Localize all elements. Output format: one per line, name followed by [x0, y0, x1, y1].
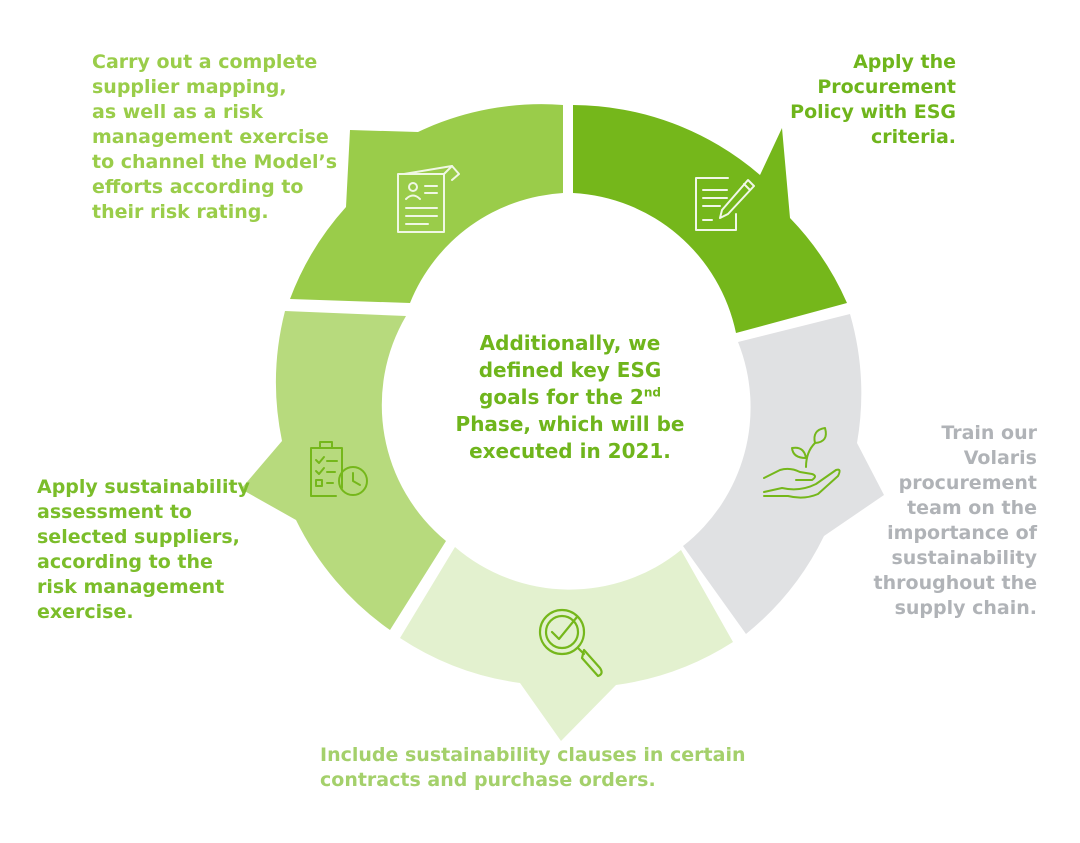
- label-line: supplier mapping,: [92, 76, 287, 98]
- label-line: Policy with ESG: [790, 101, 956, 123]
- label-line: contracts and purchase orders.: [320, 769, 656, 791]
- document-scroll-icon: [397, 165, 460, 233]
- center-summary: Additionally, we defined key ESG goals f…: [430, 330, 710, 465]
- cycle-ring: [241, 104, 884, 741]
- label-line: according to the: [37, 551, 213, 573]
- center-line: executed in 2021.: [469, 439, 671, 463]
- label-line: Volaris: [963, 447, 1037, 469]
- center-line: Phase, which will be: [455, 412, 685, 436]
- ring-segment-bottom: [400, 547, 733, 741]
- clipboard-checklist-clock-icon: [310, 441, 368, 497]
- label-line: Include sustainability clauses in certai…: [320, 744, 746, 766]
- label-line: selected suppliers,: [37, 526, 240, 548]
- label-line: assessment to: [37, 501, 192, 523]
- step-label-bottom: Include sustainability clauses in certai…: [320, 743, 746, 793]
- label-line: team on the: [907, 497, 1037, 519]
- ring-segment-right: [683, 314, 884, 634]
- label-line: to channel the Model’s: [92, 151, 338, 173]
- label-line: efforts according to: [92, 176, 304, 198]
- label-line: Procurement: [817, 76, 956, 98]
- plant-in-hand-icon: [763, 427, 841, 499]
- label-line: procurement: [898, 472, 1037, 494]
- label-line: management exercise: [92, 126, 329, 148]
- checkmark-magnifier-icon: [538, 608, 603, 678]
- center-line: Additionally, we: [479, 331, 661, 355]
- center-superscript: nd: [643, 385, 661, 400]
- step-label-top-right: Apply the Procurement Policy with ESG cr…: [790, 50, 956, 150]
- label-line: Train our: [941, 422, 1037, 444]
- label-line: sustainability: [891, 547, 1037, 569]
- label-line: as well as a risk: [92, 101, 263, 123]
- center-line: goals for the 2: [479, 385, 644, 409]
- label-line: Apply sustainability: [37, 476, 250, 498]
- label-line: throughout the: [873, 572, 1037, 594]
- label-line: risk management: [37, 576, 225, 598]
- label-line: criteria.: [870, 126, 956, 148]
- step-label-right: Train our Volaris procurement team on th…: [874, 421, 1037, 621]
- label-line: their risk rating.: [92, 201, 269, 223]
- label-line: supply chain.: [894, 597, 1037, 619]
- center-line: defined key ESG: [478, 358, 662, 382]
- step-label-left: Apply sustainability assessment to selec…: [37, 475, 250, 625]
- ring-segment-top-left: [290, 104, 563, 304]
- label-line: exercise.: [37, 601, 134, 623]
- center-line-with-superscript: goals for the 2nd: [430, 384, 710, 411]
- step-label-top-left: Carry out a complete supplier mapping, a…: [92, 50, 337, 225]
- label-line: importance of: [887, 522, 1037, 544]
- contract-signing-icon: [695, 177, 755, 231]
- label-line: Carry out a complete: [92, 51, 318, 73]
- label-line: Apply the: [853, 51, 956, 73]
